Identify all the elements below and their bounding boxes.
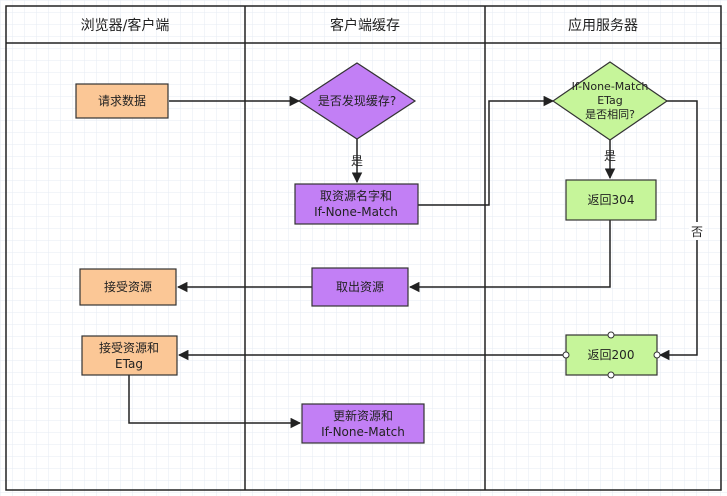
label-yes-etag: 是 <box>604 149 616 163</box>
label-no-etag: 否 <box>691 225 703 239</box>
node-etag-compare-line2: ETag <box>597 94 623 107</box>
node-accept-resource-etag <box>81 335 178 376</box>
node-accept-resource-label: 接受资源 <box>104 279 152 294</box>
connector-handle-left <box>562 351 570 359</box>
node-accept-resource-etag-line1: 接受资源和 <box>99 340 159 355</box>
swimlane-frame <box>5 5 722 491</box>
node-etag-compare <box>551 61 669 141</box>
node-update-resource <box>301 403 425 444</box>
node-accept-resource-etag-line2: ETag <box>115 357 143 371</box>
node-request-data <box>75 83 169 119</box>
node-accept-resource <box>79 268 177 306</box>
node-get-resource-name-line1: 取资源名字和 <box>320 188 392 203</box>
node-return-200-label: 返回200 <box>588 348 635 362</box>
node-get-resource-name-line2: If-None-Match <box>314 205 398 219</box>
node-etag-compare-line1: If-None-Match <box>572 80 649 93</box>
lane-title-browser: 浏览器/客户端 <box>81 17 170 34</box>
node-cache-check-label: 是否发现缓存? <box>318 93 396 108</box>
node-return-200 <box>565 334 658 376</box>
node-take-resource-label: 取出资源 <box>336 280 384 294</box>
edge-304-to-take <box>408 220 611 293</box>
label-no-bg <box>689 222 705 240</box>
node-take-resource <box>311 267 409 307</box>
node-update-resource-line1: 更新资源和 <box>333 408 393 423</box>
node-etag-compare-line3: 是否相同? <box>585 108 635 121</box>
lane-title-server: 应用服务器 <box>568 17 638 34</box>
edge-accept-to-update <box>128 375 302 429</box>
connector-handle-top <box>607 331 615 339</box>
connector-handle-right <box>653 351 661 359</box>
edge-to-etag-compare <box>418 95 555 206</box>
node-cache-check <box>297 62 417 140</box>
connector-handle-bottom <box>607 371 615 379</box>
node-update-resource-line2: If-None-Match <box>321 425 405 439</box>
lane-title-cache: 客户端缓存 <box>330 17 400 34</box>
node-return-304-label: 返回304 <box>588 193 635 207</box>
node-request-data-label: 请求数据 <box>98 93 146 108</box>
label-yes-cache: 是 <box>351 154 363 168</box>
node-get-resource-name <box>294 183 419 225</box>
node-return-304 <box>565 179 657 221</box>
